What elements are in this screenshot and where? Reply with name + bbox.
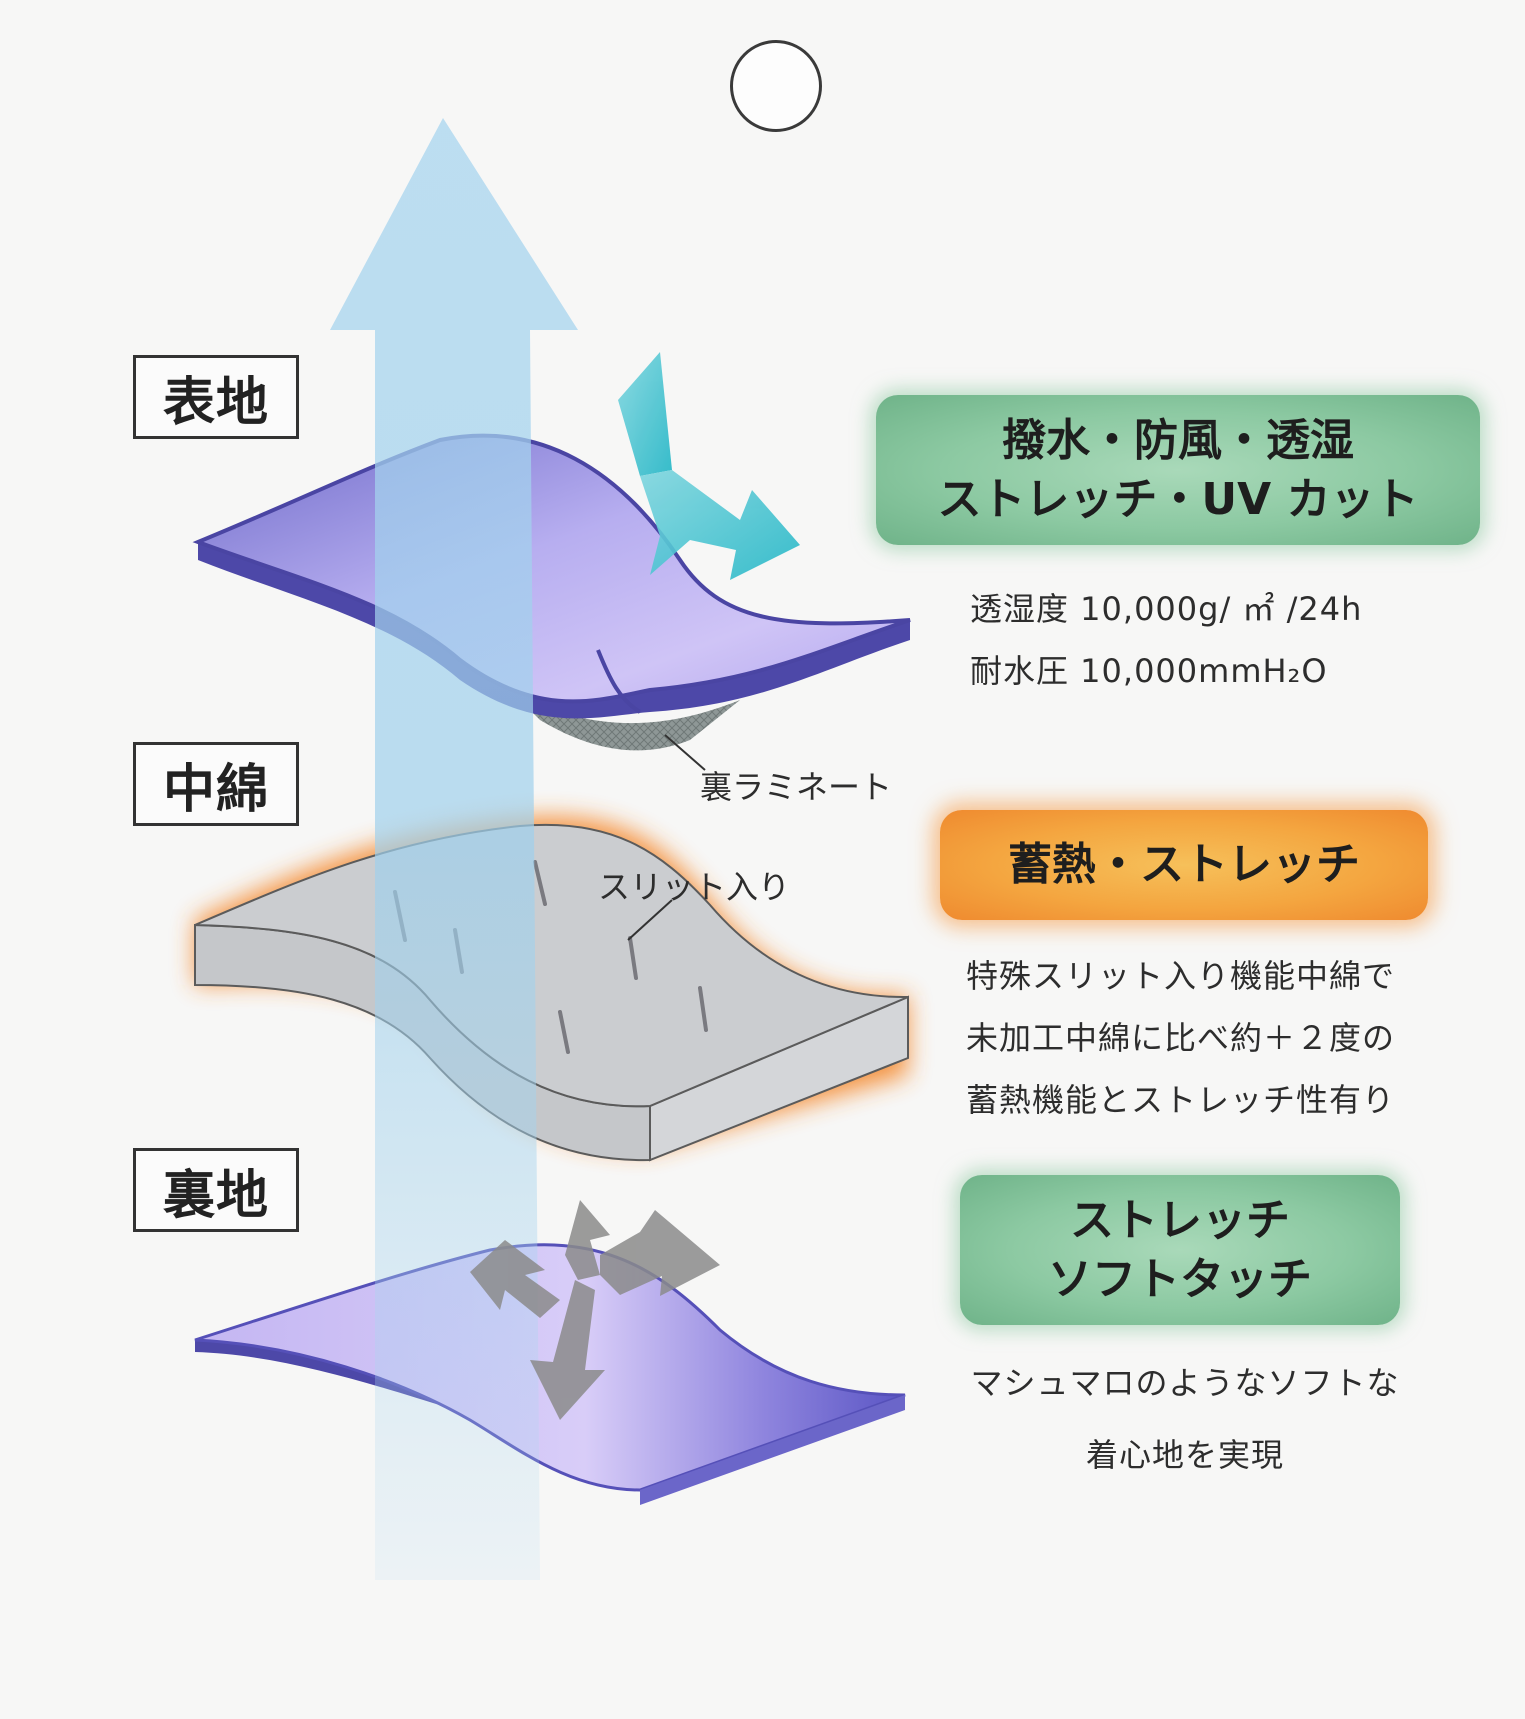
stretch-cross-arrow: [470, 1200, 720, 1420]
wind-deflect-arrow: [618, 352, 800, 580]
layer-label-outer-text: 表地: [162, 372, 269, 433]
vapor-upward-arrow: [330, 118, 578, 1580]
slit-callout: スリット入り: [598, 868, 791, 906]
outer-fabric: [192, 433, 911, 751]
middle-feature-title: 蓄熱・ストレッチ: [1008, 839, 1360, 891]
layer-label-lining-text: 裏地: [162, 1165, 269, 1226]
layer-label-outer: 表地: [133, 355, 299, 439]
middle-feature-box: 蓄熱・ストレッチ: [940, 810, 1428, 920]
moisture-permeability-spec: 透湿度 10,000g/ ㎡ /24h: [970, 590, 1363, 628]
layer-label-middle: 中綿: [133, 742, 299, 826]
middle-desc-line3: 蓄熱機能とストレッチ性有り: [966, 1081, 1396, 1119]
slit-leader: [627, 899, 673, 941]
middle-description: 特殊スリット入り機能中綿で 未加工中綿に比べ約＋２度の 蓄熱機能とストレッチ性有…: [966, 945, 1395, 1131]
middle-wadding: [194, 816, 909, 1162]
layer-label-middle-text: 中綿: [162, 759, 269, 820]
outer-feature-box: 撥水・防風・透湿 ストレッチ・UV カット: [876, 395, 1480, 545]
lining-feature-line2: ソフトタッチ: [1048, 1254, 1312, 1305]
lining-desc-line1: マシュマロのようなソフトな: [970, 1364, 1400, 1402]
laminate-callout: 裏ラミネート: [700, 768, 893, 806]
lining-desc-line2: 着心地を実現: [1085, 1436, 1284, 1474]
lining-feature-box: ストレッチ ソフトタッチ: [960, 1175, 1400, 1325]
middle-desc-line2: 未加工中綿に比べ約＋２度の: [966, 1019, 1396, 1057]
layer-label-lining: 裏地: [133, 1148, 299, 1232]
lining-feature-line1: ストレッチ: [1070, 1194, 1290, 1246]
outer-specs: 透湿度 10,000g/ ㎡ /24h 耐水圧 10,000mmH₂O: [970, 578, 1362, 702]
lining-description: マシュマロのようなソフトな 着心地を実現: [950, 1347, 1420, 1491]
outer-feature-line1: 撥水・防風・透湿: [1002, 414, 1354, 466]
middle-desc-line1: 特殊スリット入り機能中綿で: [966, 957, 1396, 995]
laminate-layer: [520, 700, 740, 751]
laminate-leader: [664, 734, 706, 771]
water-resistance-spec: 耐水圧 10,000mmH₂O: [970, 652, 1328, 690]
outer-feature-line2: ストレッチ・UV カット: [937, 474, 1419, 525]
tag-hole: [730, 40, 822, 132]
